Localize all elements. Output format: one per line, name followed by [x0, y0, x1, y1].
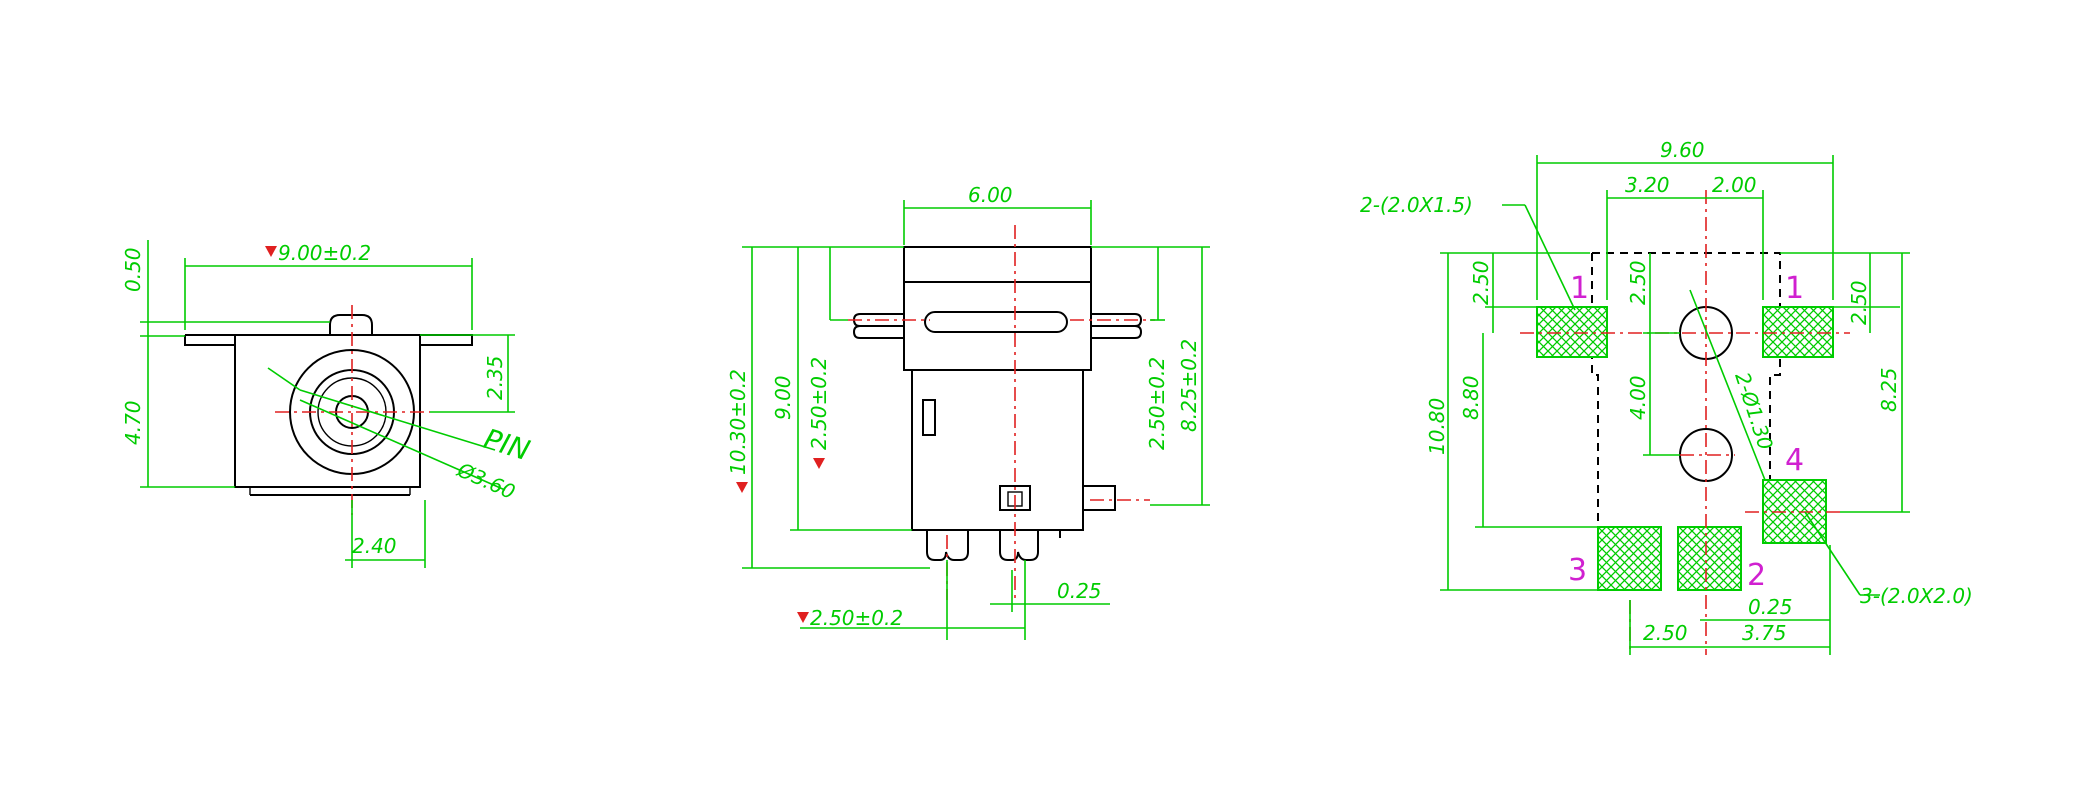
side-contact [999, 485, 1031, 511]
footprint-bottom-left-dim: 2.50 [1643, 621, 1688, 645]
side-pin-left [926, 530, 969, 561]
critical-dim-marker [265, 246, 277, 257]
front-flange [184, 334, 473, 346]
pad-small-right [1762, 306, 1834, 358]
footprint-center-pad-dim: 2.50 [1626, 260, 1650, 305]
front-bottom-dim: 2.40 [352, 534, 397, 558]
front-hole-dim: Ø3.60 [453, 457, 519, 504]
footprint-right-height-dim: 8.25 [1877, 367, 1901, 412]
side-lower-body [911, 369, 1084, 531]
footprint-large-pad-label: 3-(2.0X2.0) [1860, 584, 1973, 608]
pad-small-left [1536, 306, 1608, 358]
footprint-view: 1 1 2 3 4 9.60 3.20 2.00 2-(2.0X1.5) 2.5… [1360, 138, 1973, 655]
side-left-offset-dim: 2.50±0.2 [807, 357, 831, 450]
side-pin-right [999, 530, 1039, 561]
side-upper-body [903, 281, 1092, 371]
front-body [234, 334, 421, 488]
side-right-contact [1083, 485, 1116, 511]
footprint-overall-height-dim: 10.80 [1425, 398, 1449, 455]
front-width-dim: 9.00±0.2 [278, 241, 371, 265]
front-height-dim: 4.70 [121, 400, 145, 445]
front-view: 9.00±0.2 0.50 4.70 2.35 PIN Ø3.60 2.40 [121, 240, 534, 568]
footprint-overall-width-dim: 9.60 [1660, 138, 1705, 162]
footprint-right-pad-dim: 2.50 [1847, 280, 1871, 325]
pad-number-1-right: 1 [1785, 271, 1804, 306]
front-top-nub [329, 314, 373, 335]
pad-number-4: 4 [1785, 443, 1804, 478]
footprint-inner-height-dim: 8.80 [1459, 375, 1483, 420]
side-top-cap [903, 246, 1092, 283]
footprint-left-pad-dim: 2.50 [1469, 260, 1493, 305]
critical-dim-marker [797, 612, 809, 623]
side-view: 6.00 10.30±0.2 9.00 2.50±0.2 2.50±0.2 8.… [726, 183, 1210, 640]
side-body-height-dim: 9.00 [771, 375, 795, 420]
front-top-offset-dim: 0.50 [121, 247, 145, 292]
side-pin-pitch-dim: 2.50±0.2 [810, 606, 903, 630]
pad-number-1-left: 1 [1570, 271, 1589, 306]
side-right-offset-dim: 2.50±0.2 [1145, 357, 1169, 450]
side-right-height-dim: 8.25±0.2 [1177, 339, 1201, 432]
critical-dim-marker [736, 482, 748, 493]
side-top-width-dim: 6.00 [968, 183, 1013, 207]
pad-large-3 [1597, 526, 1662, 591]
footprint-bottom-gap-dim: 0.25 [1748, 595, 1793, 619]
footprint-hole-spacing-dim: 4.00 [1626, 375, 1650, 420]
side-overall-height-dim: 10.30±0.2 [726, 369, 750, 475]
footprint-small-pad-label: 2-(2.0X1.5) [1360, 193, 1473, 217]
side-pin-gap-dim: 0.25 [1057, 579, 1102, 603]
footprint-right-spacing-dim: 2.00 [1712, 173, 1757, 197]
pad-large-2 [1677, 526, 1742, 591]
pad-number-2: 2 [1747, 558, 1766, 593]
footprint-bottom-right-dim: 3.75 [1742, 621, 1787, 645]
footprint-left-spacing-dim: 3.20 [1625, 173, 1670, 197]
pad-number-3: 3 [1568, 553, 1587, 588]
front-pin-label: PIN [480, 422, 534, 467]
critical-dim-marker [813, 458, 825, 469]
front-center-height-dim: 2.35 [483, 355, 507, 400]
side-slot [924, 311, 1068, 333]
